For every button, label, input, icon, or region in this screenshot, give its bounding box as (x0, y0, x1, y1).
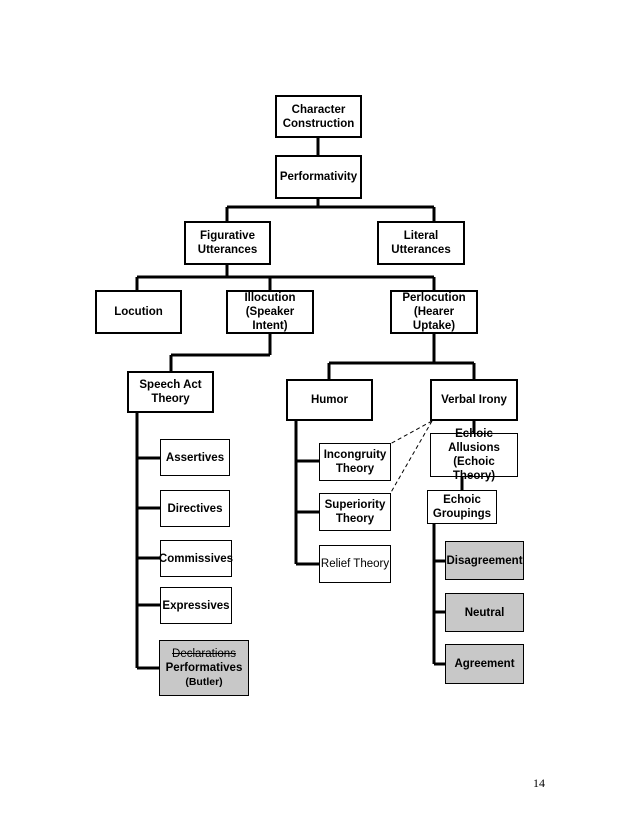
node-perlocution: Perlocution (Hearer Uptake) (390, 290, 478, 334)
node-character-construction-line2: Construction (282, 117, 355, 130)
node-echoic-groupings: Echoic Groupings (427, 490, 497, 524)
node-perlocution-line1: Perlocution (402, 292, 466, 304)
node-disagreement-label: Disagreement (446, 554, 523, 567)
node-literal-utterances-line1: Literal (403, 230, 439, 242)
node-agreement-label: Agreement (454, 658, 515, 670)
node-illocution-line2: (Speaker Intent) (245, 306, 295, 332)
node-figurative-utterances-line2: Utterances (197, 244, 258, 256)
node-neutral-label: Neutral (464, 606, 505, 619)
node-commissives-label: Commissives (158, 552, 234, 565)
node-performatives-struck-label: Declarations (172, 648, 236, 660)
node-literal-utterances: Literal Utterances (377, 221, 465, 265)
node-superiority-theory-line1: Superiority (324, 499, 386, 511)
node-disagreement: Disagreement (445, 541, 524, 580)
node-directives: Directives (160, 490, 230, 527)
node-character-construction: Character Construction (275, 95, 362, 138)
node-agreement: Agreement (445, 644, 524, 684)
node-echoic-allusions: Echoic Allusions (Echoic Theory) (430, 428, 518, 482)
node-verbal-irony: Verbal Irony (430, 379, 518, 421)
node-illocution: Illocution (Speaker Intent) (226, 290, 314, 334)
node-expressives: Expressives (160, 587, 232, 624)
node-locution: Locution (95, 290, 182, 334)
node-speech-act-theory: Speech Act Theory (127, 371, 214, 413)
node-commissives: Commissives (158, 540, 234, 577)
node-character-construction-line1: Character (291, 103, 346, 116)
node-humor: Humor (286, 379, 373, 421)
node-directives-label: Directives (167, 502, 223, 515)
node-relief-theory-label: Relief Theory (320, 558, 390, 570)
node-incongruity-theory: Incongruity Theory (319, 443, 391, 481)
node-verbal-irony-label: Verbal Irony (441, 394, 507, 406)
node-perlocution-line2: (Hearer Uptake) (412, 306, 456, 332)
node-assertives: Assertives (160, 439, 230, 476)
node-echoic-groupings-line2: Groupings (432, 508, 492, 520)
node-echoic-groupings-line1: Echoic (443, 494, 481, 506)
node-literal-utterances-line2: Utterances (391, 244, 451, 256)
node-performativity-label: Performativity (279, 171, 358, 183)
node-performatives-label: Performatives (165, 662, 243, 674)
node-speech-act-theory-line2: Theory (151, 393, 190, 405)
node-humor-label: Humor (310, 394, 349, 406)
node-performativity: Performativity (275, 155, 362, 199)
node-echoic-allusions-line1: Echoic Allusions (448, 428, 500, 454)
node-expressives-label: Expressives (162, 599, 230, 612)
node-superiority-theory-line2: Theory (335, 513, 375, 525)
node-illocution-line1: Illocution (244, 292, 296, 304)
node-figurative-utterances: Figurative Utterances (184, 221, 271, 265)
node-assertives-label: Assertives (165, 451, 225, 464)
node-performatives-note: (Butler) (185, 676, 223, 688)
node-locution-label: Locution (114, 306, 163, 318)
node-performatives: Declarations Performatives (Butler) (159, 640, 249, 696)
node-superiority-theory: Superiority Theory (319, 493, 391, 531)
node-relief-theory: Relief Theory (319, 545, 391, 583)
node-incongruity-theory-line2: Theory (335, 463, 375, 475)
node-speech-act-theory-line1: Speech Act (139, 379, 202, 391)
node-incongruity-theory-line1: Incongruity (323, 449, 387, 461)
page-number: 14 (533, 776, 545, 790)
node-figurative-utterances-line1: Figurative (200, 230, 255, 242)
node-echoic-allusions-line2: (Echoic Theory) (452, 456, 496, 482)
node-neutral: Neutral (445, 593, 524, 632)
